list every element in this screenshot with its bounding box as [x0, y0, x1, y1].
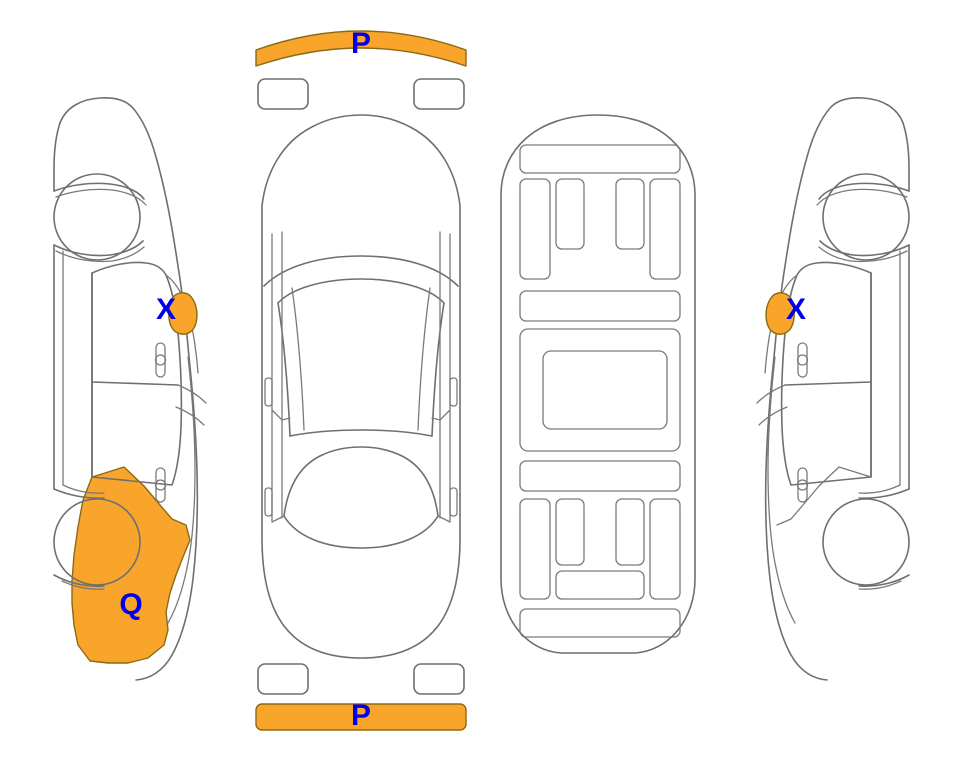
- underbody-rear-inner-rail-left: [555, 498, 585, 566]
- underbody-center-tunnel: [542, 350, 668, 430]
- right-front-arch-inner: [816, 188, 908, 206]
- left-front-wheel: [53, 173, 141, 261]
- right-front-door-handle: [796, 342, 809, 378]
- top-cabin-right-inner: [417, 287, 431, 431]
- top-left-front-handle: [264, 377, 273, 407]
- underbody-front-crossmember: [519, 144, 681, 174]
- left-front-door-handle: [154, 342, 167, 378]
- right-front-arch-bottom: [819, 240, 910, 257]
- left-front-arch-bottom: [53, 240, 144, 257]
- right-rear-door-handle: [796, 467, 809, 503]
- left-rocker-line: [53, 122, 61, 192]
- underbody-mid-crossmember-front: [519, 290, 681, 322]
- right-mirror-zone[interactable]: [765, 292, 795, 335]
- top-left-rear-handle: [264, 487, 273, 517]
- rear-left-lamp: [257, 663, 309, 695]
- right-rear-wheel: [822, 498, 910, 586]
- left-greenhouse-outline: [91, 261, 183, 486]
- top-body-outline: [261, 114, 461, 659]
- top-rear-window: [289, 429, 433, 437]
- right-beltline: [784, 381, 872, 386]
- rear-right-lamp: [413, 663, 465, 695]
- front-left-lamp: [257, 78, 309, 110]
- underbody-front-inner-rail-right: [615, 178, 645, 250]
- right-rear-wheel-arch-bottom: [858, 574, 910, 587]
- left-rear-arch-top-inner: [62, 484, 105, 494]
- right-quarter-window-divider: [756, 384, 786, 404]
- underbody-front-rail-left: [519, 178, 551, 280]
- underbody-floor-pan: [519, 328, 681, 452]
- top-windshield-lower: [277, 278, 445, 304]
- top-left-rear-kink: [271, 515, 285, 523]
- rear-bumper-zone[interactable]: [255, 703, 467, 731]
- left-rear-flank-sweep: [167, 356, 196, 624]
- right-greenhouse-outline: [780, 261, 872, 486]
- top-rear-deck: [283, 446, 439, 517]
- left-rear-wheel-arch-bottom: [53, 574, 105, 587]
- underbody-view: [500, 114, 696, 654]
- top-left-mirror: [271, 409, 291, 421]
- left-rear-wheel: [53, 498, 141, 586]
- left-front-arch-inner: [55, 188, 147, 206]
- right-rear-arch-bottom-inner: [858, 580, 902, 590]
- underbody-rear-rail-right: [649, 498, 681, 600]
- top-roof-outline: [263, 255, 459, 287]
- left-quarter-window-divider: [177, 384, 207, 404]
- right-rear-arch-top-inner: [858, 484, 901, 494]
- right-side-view: [756, 97, 910, 681]
- right-quarter-window-lower: [758, 406, 788, 426]
- underbody-rear-crossmember: [519, 608, 681, 638]
- top-cabin-left-edge: [277, 302, 291, 437]
- underbody-rear-inner-rail-right: [615, 498, 645, 566]
- right-front-wheel: [822, 173, 910, 261]
- left-mirror-zone[interactable]: [168, 292, 198, 335]
- top-right-rear-kink: [437, 515, 451, 523]
- left-rear-arch-bottom-inner: [61, 580, 105, 590]
- top-right-front-handle: [449, 377, 458, 407]
- left-quarter-window-lower: [175, 406, 205, 426]
- underbody-front-inner-rail-left: [555, 178, 585, 250]
- top-view: [255, 30, 467, 731]
- underbody-front-rail-right: [649, 178, 681, 280]
- left-rear-door-handle: [154, 467, 167, 503]
- left-beltline: [91, 381, 179, 386]
- right-rear-lower-sweep: [776, 466, 872, 526]
- top-cabin-left-inner: [291, 287, 305, 431]
- underbody-outline: [500, 114, 696, 654]
- right-front-wheel-arch: [818, 182, 910, 200]
- underbody-mid-crossmember-rear: [519, 460, 681, 492]
- left-front-arch-bottom-inner: [55, 246, 145, 263]
- left-rear-quarter-zone[interactable]: [71, 466, 191, 664]
- front-bumper-zone[interactable]: [255, 30, 467, 67]
- underbody-rear-center-panel: [555, 570, 645, 600]
- top-trunk-lower: [283, 515, 439, 549]
- right-rear-wheel-arch-top: [858, 488, 910, 499]
- right-body-outline: [764, 97, 904, 681]
- top-cabin-right-edge: [431, 302, 445, 437]
- right-front-arch-bottom-inner: [818, 246, 908, 263]
- left-side-view: [53, 97, 207, 681]
- right-rocker-line: [902, 122, 910, 192]
- underbody-rear-rail-left: [519, 498, 551, 600]
- top-right-rear-handle: [449, 487, 458, 517]
- left-front-wheel-arch: [53, 182, 145, 200]
- front-right-lamp: [413, 78, 465, 110]
- right-rear-flank-sweep: [767, 356, 796, 624]
- left-rear-wheel-arch-top: [53, 488, 105, 499]
- top-right-mirror: [431, 409, 451, 421]
